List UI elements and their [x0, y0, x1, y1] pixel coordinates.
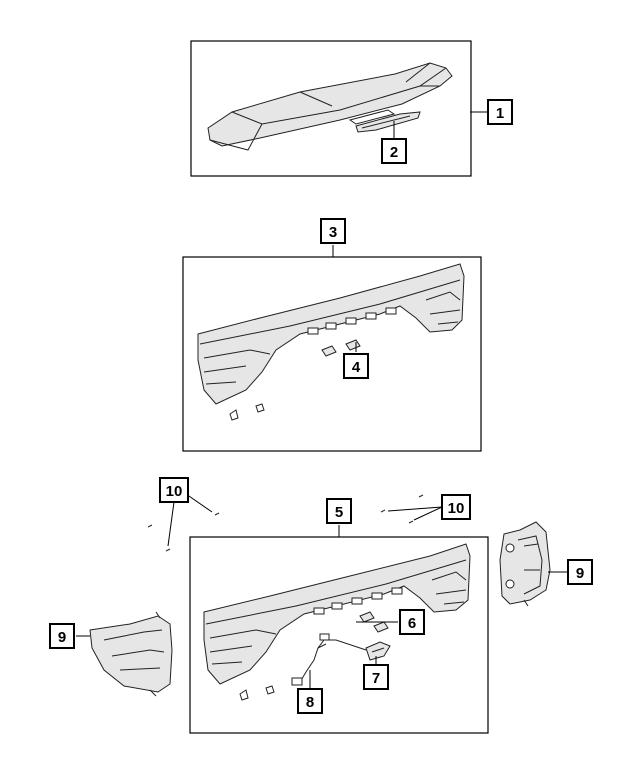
svg-text:4: 4: [352, 359, 361, 376]
svg-text:1: 1: [496, 105, 504, 122]
callout-10-right: 10: [441, 494, 471, 520]
callout-3: 3: [320, 218, 346, 244]
callout-10-left: 10: [159, 477, 189, 503]
tail-lamp-right-part: [499, 521, 551, 607]
callout-4: 4: [343, 353, 369, 379]
callout-7: 7: [363, 664, 389, 690]
callout-10-left-leader: [167, 501, 175, 547]
callout-1: 1: [487, 99, 513, 125]
svg-text:10: 10: [166, 483, 183, 500]
svg-text:9: 9: [576, 565, 584, 582]
svg-text:10: 10: [448, 500, 465, 517]
fascia-group-upper: 3 4: [182, 218, 482, 452]
callout-2: 2: [381, 138, 407, 164]
callout-10-right-leader: [387, 506, 443, 512]
tail-lamp-left-part: [89, 611, 173, 697]
callout-9-right: 9: [567, 559, 593, 585]
license-lamp-part: [365, 641, 391, 661]
fascia-frame-upper: [182, 256, 482, 452]
callout-10-right-leader-2: [413, 506, 443, 521]
spoiler-group: 1 2: [190, 40, 513, 177]
fascia-clip-part-lower: [359, 611, 389, 633]
fascia-fastener-upper: [229, 403, 265, 421]
wiring-harness-part: [291, 633, 367, 686]
rear-fascia-part-upper: [197, 263, 465, 405]
rear-fascia-part-lower: [203, 543, 471, 685]
rear-spoiler-part: [207, 62, 453, 151]
callout-6: 6: [399, 609, 425, 635]
callout-8: 8: [297, 688, 323, 714]
callout-10-left-leader-2: [185, 493, 213, 513]
svg-text:9: 9: [58, 629, 66, 646]
spoiler-frame: [190, 40, 472, 177]
svg-text:8: 8: [306, 694, 314, 711]
svg-text:3: 3: [329, 224, 337, 241]
push-pin-parts: 10 10: [147, 477, 471, 552]
svg-text:2: 2: [390, 144, 398, 161]
callout-9-left: 9: [49, 623, 75, 649]
fascia-group-lower: 5 6 7 8: [189, 498, 489, 734]
spoiler-bracket-part: [355, 111, 421, 133]
callout-5: 5: [326, 498, 352, 524]
svg-text:7: 7: [372, 670, 380, 687]
svg-text:5: 5: [335, 504, 343, 521]
fascia-fastener-lower: [239, 685, 275, 701]
svg-text:6: 6: [408, 615, 416, 632]
